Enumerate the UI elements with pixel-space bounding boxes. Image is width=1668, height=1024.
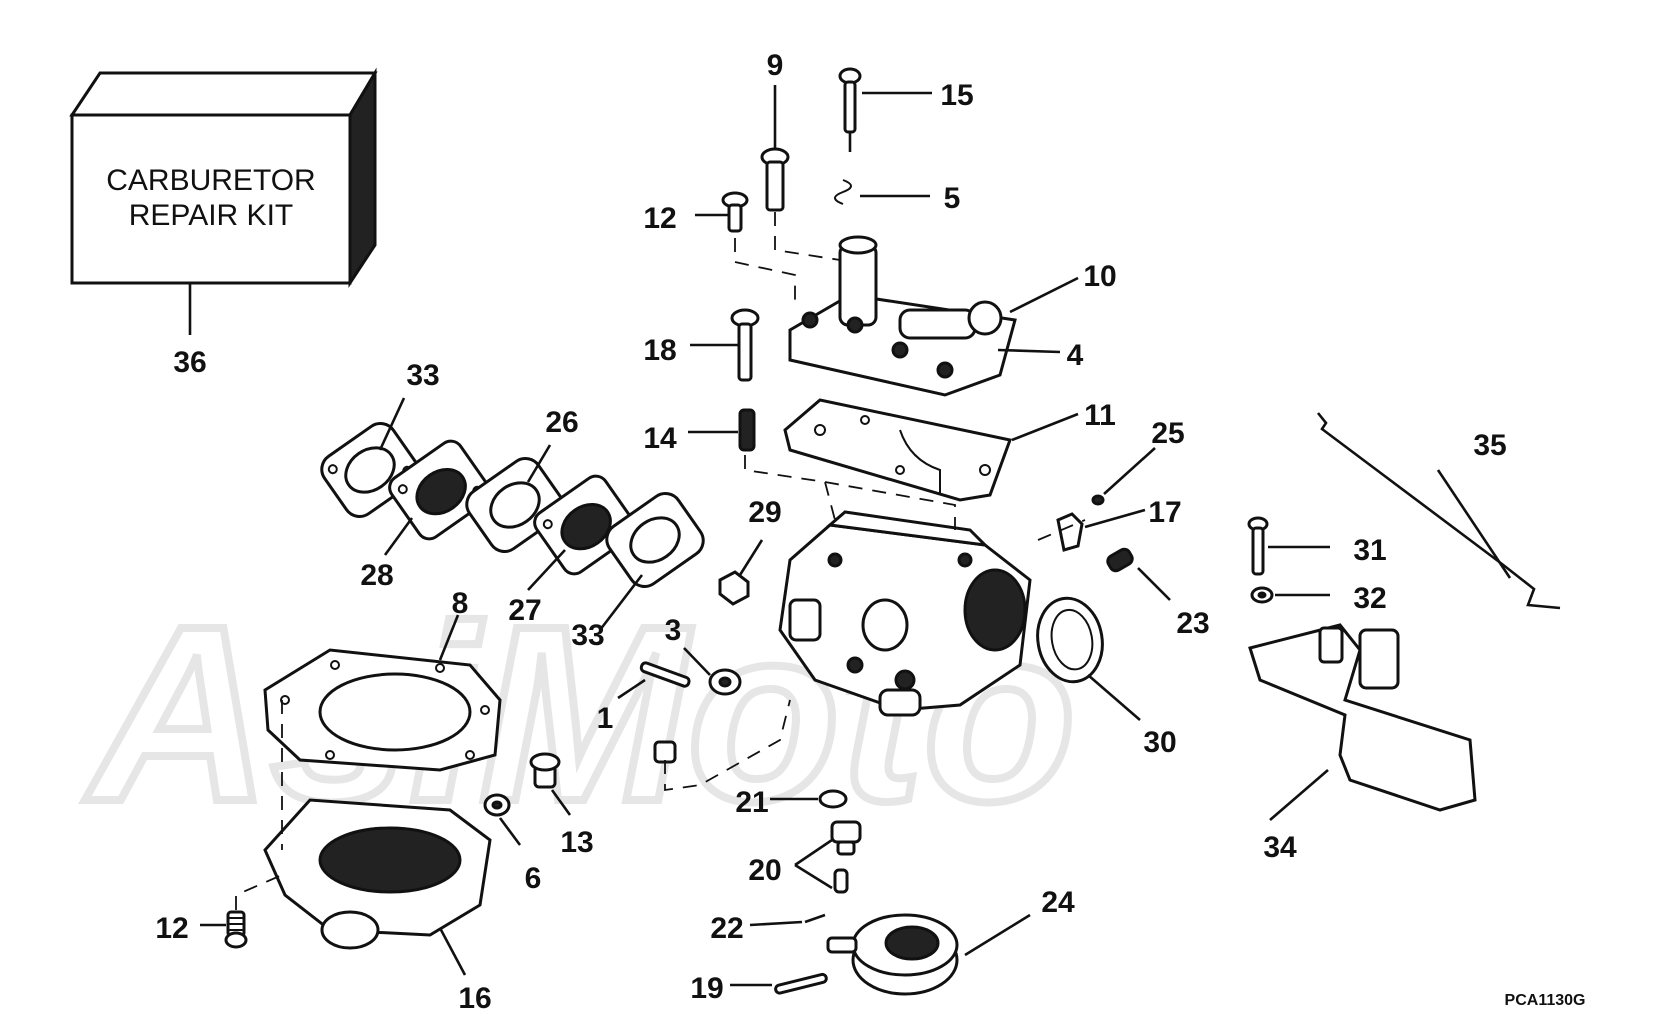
carburetor-top-cover: [788, 235, 1017, 397]
callout-10: 10: [1083, 260, 1116, 293]
washer-21: [818, 789, 848, 809]
callout-12-top: 12: [643, 202, 676, 235]
screw-31: [1247, 516, 1269, 576]
callout-36: 36: [173, 346, 206, 379]
callout-14: 14: [643, 422, 677, 455]
callout-3: 3: [665, 614, 682, 647]
washer-32: [1250, 586, 1274, 604]
pin-22: [804, 913, 826, 924]
carburetor-body: [778, 510, 1032, 717]
callout-29: 29: [748, 496, 781, 529]
nut-29: [718, 570, 750, 606]
kit-label-line2: REPAIR KIT: [129, 199, 293, 232]
callout-34: 34: [1263, 831, 1297, 864]
callout-30: 30: [1143, 726, 1176, 759]
screw-18: [730, 308, 760, 382]
callout-33-top: 33: [406, 359, 439, 392]
kit-label-line1: CARBURETOR: [106, 164, 315, 197]
callout-24: 24: [1041, 886, 1075, 919]
callout-28: 28: [360, 559, 393, 592]
screw-9: [760, 147, 790, 212]
needle-15: [838, 67, 862, 152]
o-ring-30: [1036, 596, 1104, 684]
callout-17: 17: [1148, 496, 1181, 529]
callout-4: 4: [1067, 339, 1084, 372]
float-bowl: [263, 798, 492, 950]
callout-8: 8: [452, 587, 469, 620]
callout-12-bottom: 12: [155, 912, 188, 945]
callout-25: 25: [1151, 417, 1184, 450]
callout-22: 22: [710, 912, 743, 945]
float-24: [826, 913, 959, 996]
screw-12-top: [721, 191, 749, 233]
spring-23: [1106, 547, 1134, 573]
spring-14: [738, 408, 756, 452]
callout-13: 13: [560, 826, 593, 859]
callout-33-bottom: 33: [571, 619, 604, 652]
cover-gasket: [783, 398, 1013, 502]
callout-35: 35: [1473, 429, 1506, 462]
callout-numbers: 36 33 28 26 27 33 8 9 15 5 12 10 18 4 14…: [155, 49, 1506, 1015]
callout-9: 9: [767, 49, 784, 82]
callout-18: 18: [643, 334, 676, 367]
callout-19: 19: [690, 972, 723, 1005]
drawing-code: PCA1130G: [1505, 992, 1586, 1009]
callout-16: 16: [458, 982, 491, 1015]
assembly-dash-lines: [235, 212, 1086, 910]
leader-lines: [200, 85, 1512, 987]
callout-5: 5: [944, 182, 961, 215]
carburetor-repair-kit-box: CARBURETOR REPAIR KIT: [69, 67, 378, 335]
washer-6: [483, 793, 511, 817]
callout-6: 6: [525, 862, 542, 895]
callout-32: 32: [1353, 582, 1386, 615]
washer-3: [708, 668, 742, 696]
float-bowl-gasket: [263, 648, 502, 772]
clip-5: [834, 179, 852, 205]
plug-13: [529, 752, 561, 789]
screw-12-bottom: [224, 910, 248, 949]
pin-1: [639, 661, 691, 688]
callout-15: 15: [940, 79, 973, 112]
callout-11: 11: [1084, 399, 1116, 432]
needle-seat-20: [830, 820, 862, 894]
callout-31: 31: [1353, 534, 1386, 567]
link-rod-35: [1316, 412, 1561, 610]
hinge-pin-19: [774, 972, 828, 995]
callout-21: 21: [735, 786, 768, 819]
bracket-17: [1056, 512, 1084, 552]
intake-gasket-stack: [320, 422, 705, 588]
callout-20: 20: [748, 854, 781, 887]
silencer-34: [1248, 623, 1477, 812]
callout-26: 26: [545, 406, 578, 439]
callout-27: 27: [508, 594, 541, 627]
callout-1: 1: [597, 702, 614, 735]
callout-23: 23: [1176, 607, 1209, 640]
screw-25: [1091, 494, 1105, 506]
fitting-near-1: [653, 740, 677, 764]
